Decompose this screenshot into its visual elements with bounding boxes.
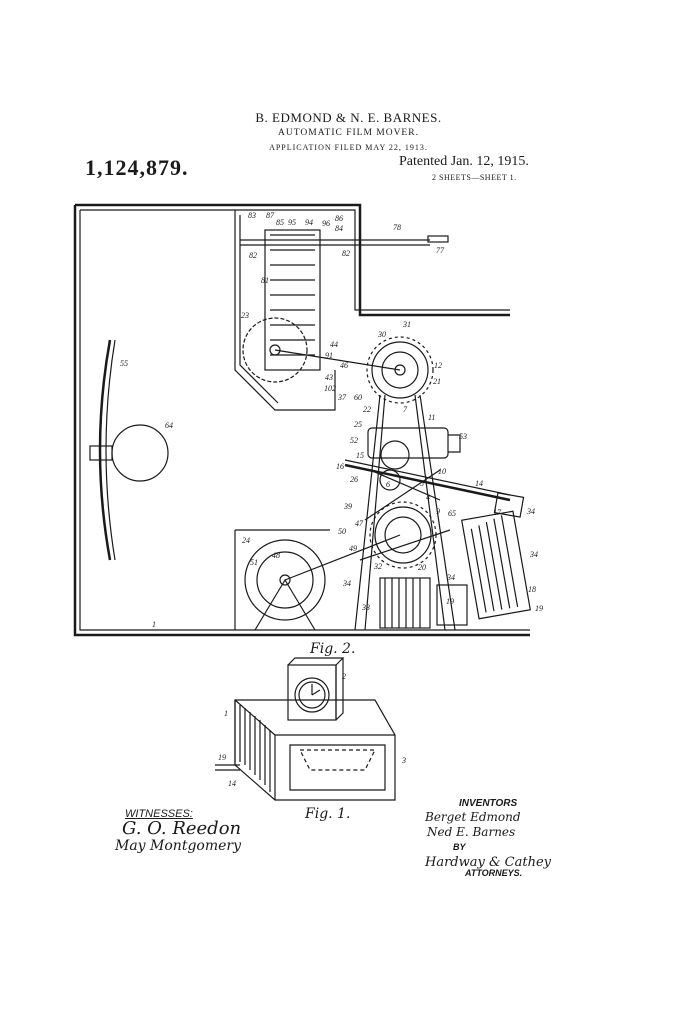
witness-signature-2: May Montgomery: [115, 838, 241, 854]
svg-text:34: 34: [342, 579, 351, 588]
svg-text:30: 30: [377, 330, 386, 339]
svg-text:6: 6: [386, 480, 390, 489]
svg-text:24: 24: [242, 536, 250, 545]
inventors-heading: B. EDMOND & N. E. BARNES.: [255, 110, 442, 125]
svg-text:44: 44: [330, 340, 338, 349]
fig2-housing: [73, 203, 530, 637]
witness-signature-1: G. O. Reedon: [122, 818, 242, 839]
svg-text:77: 77: [436, 246, 445, 255]
svg-text:53: 53: [459, 432, 467, 441]
svg-text:96: 96: [322, 219, 330, 228]
svg-text:18: 18: [528, 585, 536, 594]
svg-text:91: 91: [325, 351, 333, 360]
svg-text:25: 25: [354, 420, 362, 429]
lower-reel: [234, 529, 401, 631]
upper-reel: [242, 317, 401, 383]
svg-text:22: 22: [363, 405, 371, 414]
svg-text:20: 20: [418, 563, 426, 572]
svg-text:16: 16: [336, 462, 344, 471]
svg-text:51: 51: [250, 558, 258, 567]
svg-text:50: 50: [338, 527, 346, 536]
svg-text:14: 14: [228, 779, 236, 788]
svg-text:3: 3: [401, 756, 406, 765]
svg-text:34: 34: [529, 550, 538, 559]
lever-arm: [344, 459, 525, 518]
svg-text:2: 2: [342, 672, 346, 681]
svg-text:82: 82: [249, 251, 257, 260]
svg-text:37: 37: [337, 393, 347, 402]
svg-text:94: 94: [305, 218, 313, 227]
svg-text:64: 64: [165, 421, 173, 430]
svg-text:33: 33: [361, 603, 370, 612]
svg-text:1: 1: [152, 620, 156, 629]
svg-text:10: 10: [438, 467, 446, 476]
svg-text:43: 43: [325, 373, 333, 382]
svg-text:5: 5: [420, 479, 424, 488]
sprocket-wheels: [366, 336, 437, 569]
svg-text:31: 31: [402, 320, 411, 329]
svg-text:85: 85: [276, 218, 284, 227]
svg-text:32: 32: [373, 562, 382, 571]
svg-text:52: 52: [350, 436, 358, 445]
svg-text:65: 65: [448, 509, 456, 518]
svg-text:21: 21: [433, 377, 441, 386]
svg-text:83: 83: [248, 211, 256, 220]
inventors-label: INVENTORS: [459, 798, 518, 809]
svg-text:19: 19: [535, 604, 543, 613]
svg-text:15: 15: [356, 451, 364, 460]
svg-text:1: 1: [224, 709, 228, 718]
invention-title: AUTOMATIC FILM MOVER.: [278, 128, 419, 138]
upper-film-magazine: [234, 210, 449, 411]
svg-text:47: 47: [355, 519, 364, 528]
svg-text:19: 19: [218, 753, 226, 762]
svg-text:84: 84: [335, 224, 343, 233]
svg-text:34: 34: [446, 573, 455, 582]
svg-text:55: 55: [120, 359, 128, 368]
fig1-cabinet: [215, 657, 396, 801]
lower-film-cans: [379, 510, 531, 629]
inventor-signature-2: Ned E. Barnes: [427, 825, 516, 839]
svg-text:12: 12: [434, 361, 442, 370]
svg-text:87: 87: [266, 211, 275, 220]
lamp-and-reflector: [89, 339, 169, 561]
svg-text:34: 34: [526, 507, 535, 516]
svg-text:60: 60: [354, 393, 362, 402]
inventor-signature-1: Berget Edmond: [425, 810, 521, 824]
attorneys-label: ATTORNEYS.: [465, 868, 523, 878]
svg-text:26: 26: [350, 475, 358, 484]
svg-text:19: 19: [446, 597, 454, 606]
svg-text:11: 11: [428, 413, 435, 422]
svg-text:102: 102: [324, 384, 336, 393]
by-label: BY: [453, 842, 466, 852]
svg-text:82: 82: [342, 249, 350, 258]
fig2-caption: Fig. 2.: [310, 641, 356, 657]
witnesses-label: WITNESSES:: [125, 808, 193, 820]
svg-text:23: 23: [241, 311, 249, 320]
fig1-caption: Fig. 1.: [305, 806, 351, 822]
svg-text:78: 78: [393, 223, 401, 232]
cylinder-part-53: [367, 427, 461, 459]
svg-text:49: 49: [349, 544, 357, 553]
svg-text:9: 9: [436, 507, 440, 516]
svg-text:39: 39: [343, 502, 352, 511]
sheet-count: 2 SHEETS—SHEET 1.: [432, 173, 517, 182]
svg-text:4: 4: [426, 493, 430, 502]
svg-text:46: 46: [340, 361, 348, 370]
patent-number: 1,124,879.: [85, 155, 189, 180]
svg-text:14: 14: [475, 479, 483, 488]
svg-text:81: 81: [261, 276, 269, 285]
svg-text:86: 86: [335, 214, 343, 223]
svg-text:7: 7: [403, 405, 408, 414]
svg-text:17: 17: [493, 508, 502, 517]
attorney-signature: Hardway & Cathey: [425, 855, 552, 870]
svg-text:95: 95: [288, 218, 296, 227]
patented-date: Patented Jan. 12, 1915.: [399, 154, 529, 169]
application-filed-date: APPLICATION FILED MAY 22, 1913.: [269, 143, 428, 152]
mechanism-frame: [354, 394, 456, 631]
svg-text:48: 48: [272, 551, 280, 560]
